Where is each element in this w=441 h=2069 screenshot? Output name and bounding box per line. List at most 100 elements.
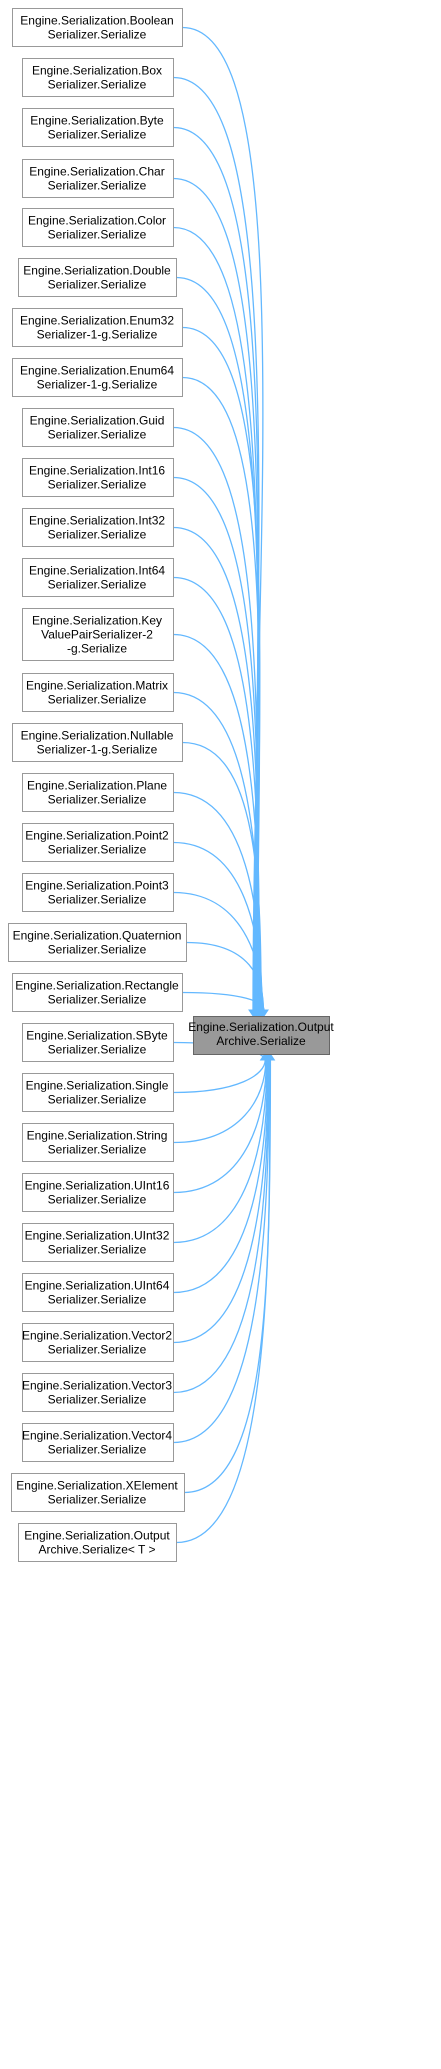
call-edge-engine-serialization-quaternionserializer-serialize: [186, 941, 265, 1011]
caller-node-box: [12, 723, 183, 762]
caller-node-engine-serialization-point2serializer-serialize[interactable]: Engine.Serialization.Point2Serializer.Se…: [22, 823, 174, 862]
caller-node-box: [12, 973, 183, 1012]
caller-node-box: [18, 1523, 177, 1562]
call-edge-engine-serialization-planeserializer-serialize: [173, 791, 263, 1011]
caller-node-label: ValuePairSerializer-2: [41, 628, 153, 642]
caller-node-box: [22, 823, 174, 862]
caller-node-label: Engine.Serialization.Enum32: [20, 314, 174, 328]
caller-node-label: Engine.Serialization.Boolean: [20, 14, 173, 28]
caller-node-label: Serializer.Serialize: [48, 78, 147, 92]
caller-node-engine-serialization-outputarchive-serialize-t[interactable]: Engine.Serialization.OutputArchive.Seria…: [18, 1523, 177, 1562]
caller-node-engine-serialization-int16serializer-serialize[interactable]: Engine.Serialization.Int16Serializer.Ser…: [22, 458, 174, 497]
caller-node-label: Engine.Serialization.UInt32: [25, 1229, 170, 1243]
caller-node-engine-serialization-singleserializer-serialize[interactable]: Engine.Serialization.SingleSerializer.Se…: [22, 1073, 174, 1112]
caller-node-box: [22, 508, 174, 547]
caller-node-engine-serialization-boxserializer-serialize[interactable]: Engine.Serialization.BoxSerializer.Seria…: [22, 58, 174, 97]
caller-node-engine-serialization-enum64serializer-1-g-serialize[interactable]: Engine.Serialization.Enum64Serializer-1-…: [12, 358, 183, 397]
caller-node-engine-serialization-planeserializer-serialize[interactable]: Engine.Serialization.PlaneSerializer.Ser…: [22, 773, 174, 812]
caller-node-engine-serialization-matrixserializer-serialize[interactable]: Engine.Serialization.MatrixSerializer.Se…: [22, 673, 174, 712]
caller-node-label: Serializer.Serialize: [48, 1343, 147, 1357]
caller-node-label: Engine.Serialization.Key: [32, 614, 162, 628]
caller-node-box: [11, 1473, 185, 1512]
caller-nodes: Engine.Serialization.BooleanSerializer.S…: [8, 8, 187, 1562]
call-edge-engine-serialization-doubleserializer-serialize: [176, 276, 260, 1011]
caller-node-engine-serialization-vector4serializer-serialize[interactable]: Engine.Serialization.Vector4Serializer.S…: [22, 1423, 174, 1462]
caller-node-box: [22, 1123, 174, 1162]
caller-node-box: [22, 1223, 174, 1262]
caller-node-label: Engine.Serialization.Quaternion: [13, 929, 182, 943]
caller-node-label: Serializer.Serialize: [48, 128, 147, 142]
call-edge-engine-serialization-vector2serializer-serialize: [173, 1059, 269, 1344]
caller-node-box: [22, 1173, 174, 1212]
caller-node-label: Serializer.Serialize: [48, 1193, 147, 1207]
caller-node-label: Engine.Serialization.Int32: [29, 514, 165, 528]
caller-node-label: Engine.Serialization.Color: [28, 214, 166, 228]
caller-node-engine-serialization-xelementserializer-serialize[interactable]: Engine.Serialization.XElementSerializer.…: [11, 1473, 185, 1512]
caller-node-box: [22, 108, 174, 147]
caller-node-engine-serialization-uint64serializer-serialize[interactable]: Engine.Serialization.UInt64Serializer.Se…: [22, 1273, 174, 1312]
caller-node-box: [22, 873, 174, 912]
caller-node-engine-serialization-stringserializer-serialize[interactable]: Engine.Serialization.StringSerializer.Se…: [22, 1123, 174, 1162]
caller-node-label: Serializer.Serialize: [48, 1443, 147, 1457]
caller-node-label: Engine.Serialization.Double: [23, 264, 171, 278]
caller-node-label: Serializer-1-g.Serialize: [37, 743, 158, 757]
caller-node-label: Engine.Serialization.Point3: [25, 879, 169, 893]
caller-node-label: Engine.Serialization.Enum64: [20, 364, 174, 378]
call-edge-engine-serialization-uint64serializer-serialize: [173, 1059, 269, 1294]
caller-node-box: [22, 558, 174, 597]
caller-node-box: [18, 258, 177, 297]
caller-node-engine-serialization-vector3serializer-serialize[interactable]: Engine.Serialization.Vector3Serializer.S…: [22, 1373, 174, 1412]
caller-node-engine-serialization-point3serializer-serialize[interactable]: Engine.Serialization.Point3Serializer.Se…: [22, 873, 174, 912]
call-edge-engine-serialization-singleserializer-serialize: [173, 1059, 266, 1094]
caller-node-label: Serializer.Serialize: [48, 1493, 147, 1507]
caller-node-label: Serializer.Serialize: [48, 1143, 147, 1157]
caller-node-label: Serializer.Serialize: [48, 993, 147, 1007]
caller-node-box: [22, 1073, 174, 1112]
caller-node-label: Engine.Serialization.SByte: [26, 1029, 168, 1043]
caller-node-engine-serialization-keyvaluepairserializer-2-g-serialize[interactable]: Engine.Serialization.KeyValuePairSeriali…: [22, 608, 174, 661]
caller-node-engine-serialization-vector2serializer-serialize[interactable]: Engine.Serialization.Vector2Serializer.S…: [22, 1323, 174, 1362]
call-edge-engine-serialization-stringserializer-serialize: [173, 1059, 267, 1144]
caller-node-label: Engine.Serialization.Byte: [30, 114, 164, 128]
caller-node-label: Engine.Serialization.String: [27, 1129, 168, 1143]
caller-node-box: [22, 208, 174, 247]
call-edge-engine-serialization-outputarchive-serialize-t: [176, 1059, 272, 1544]
caller-node-engine-serialization-quaternionserializer-serialize[interactable]: Engine.Serialization.QuaternionSerialize…: [8, 923, 187, 962]
caller-node-box: [22, 408, 174, 447]
caller-node-engine-serialization-uint16serializer-serialize[interactable]: Engine.Serialization.UInt16Serializer.Se…: [22, 1173, 174, 1212]
caller-node-box: [22, 458, 174, 497]
caller-node-label: Engine.Serialization.Guid: [30, 414, 165, 428]
caller-node-engine-serialization-rectangleserializer-serialize[interactable]: Engine.Serialization.RectangleSerializer…: [12, 973, 183, 1012]
caller-node-engine-serialization-doubleserializer-serialize[interactable]: Engine.Serialization.DoubleSerializer.Se…: [18, 258, 177, 297]
caller-node-engine-serialization-enum32serializer-1-g-serialize[interactable]: Engine.Serialization.Enum32Serializer-1-…: [12, 308, 183, 347]
caller-node-engine-serialization-byteserializer-serialize[interactable]: Engine.Serialization.ByteSerializer.Seri…: [22, 108, 174, 147]
caller-node-engine-serialization-nullableserializer-1-g-serialize[interactable]: Engine.Serialization.NullableSerializer-…: [12, 723, 183, 762]
caller-node-label: Serializer.Serialize: [48, 1043, 147, 1057]
arrowhead: [265, 1053, 276, 1061]
caller-node-engine-serialization-booleanserializer-serialize[interactable]: Engine.Serialization.BooleanSerializer.S…: [12, 8, 183, 47]
caller-node-label: Engine.Serialization.Box: [32, 64, 162, 78]
call-edges: [173, 26, 276, 1544]
caller-node-engine-serialization-guidserializer-serialize[interactable]: Engine.Serialization.GuidSerializer.Seri…: [22, 408, 174, 447]
target-node[interactable]: Engine.Serialization.OutputArchive.Seria…: [188, 1016, 334, 1055]
call-edge-engine-serialization-vector3serializer-serialize: [173, 1059, 270, 1394]
caller-node-label: Serializer.Serialize: [48, 28, 147, 42]
call-edge-engine-serialization-guidserializer-serialize: [173, 426, 259, 1011]
caller-node-engine-serialization-int64serializer-serialize[interactable]: Engine.Serialization.Int64Serializer.Ser…: [22, 558, 174, 597]
caller-node-label: Serializer.Serialize: [48, 578, 147, 592]
caller-node-engine-serialization-charserializer-serialize[interactable]: Engine.Serialization.CharSerializer.Seri…: [22, 159, 174, 198]
caller-node-engine-serialization-uint32serializer-serialize[interactable]: Engine.Serialization.UInt32Serializer.Se…: [22, 1223, 174, 1262]
caller-node-box: [22, 1423, 174, 1462]
caller-node-label: Serializer.Serialize: [48, 228, 147, 242]
call-edge-engine-serialization-vector4serializer-serialize: [173, 1059, 270, 1444]
caller-node-engine-serialization-int32serializer-serialize[interactable]: Engine.Serialization.Int32Serializer.Ser…: [22, 508, 174, 547]
caller-node-label: Engine.Serialization.Plane: [27, 779, 167, 793]
call-edge-engine-serialization-uint32serializer-serialize: [173, 1059, 268, 1244]
caller-node-engine-serialization-colorserializer-serialize[interactable]: Engine.Serialization.ColorSerializer.Ser…: [22, 208, 174, 247]
caller-node-box: [12, 308, 183, 347]
caller-node-engine-serialization-sbyteserializer-serialize[interactable]: Engine.Serialization.SByteSerializer.Ser…: [22, 1023, 174, 1062]
caller-node-label: Serializer.Serialize: [48, 893, 147, 907]
caller-node-label: Serializer.Serialize: [48, 1243, 147, 1257]
caller-node-label: Engine.Serialization.Point2: [25, 829, 169, 843]
